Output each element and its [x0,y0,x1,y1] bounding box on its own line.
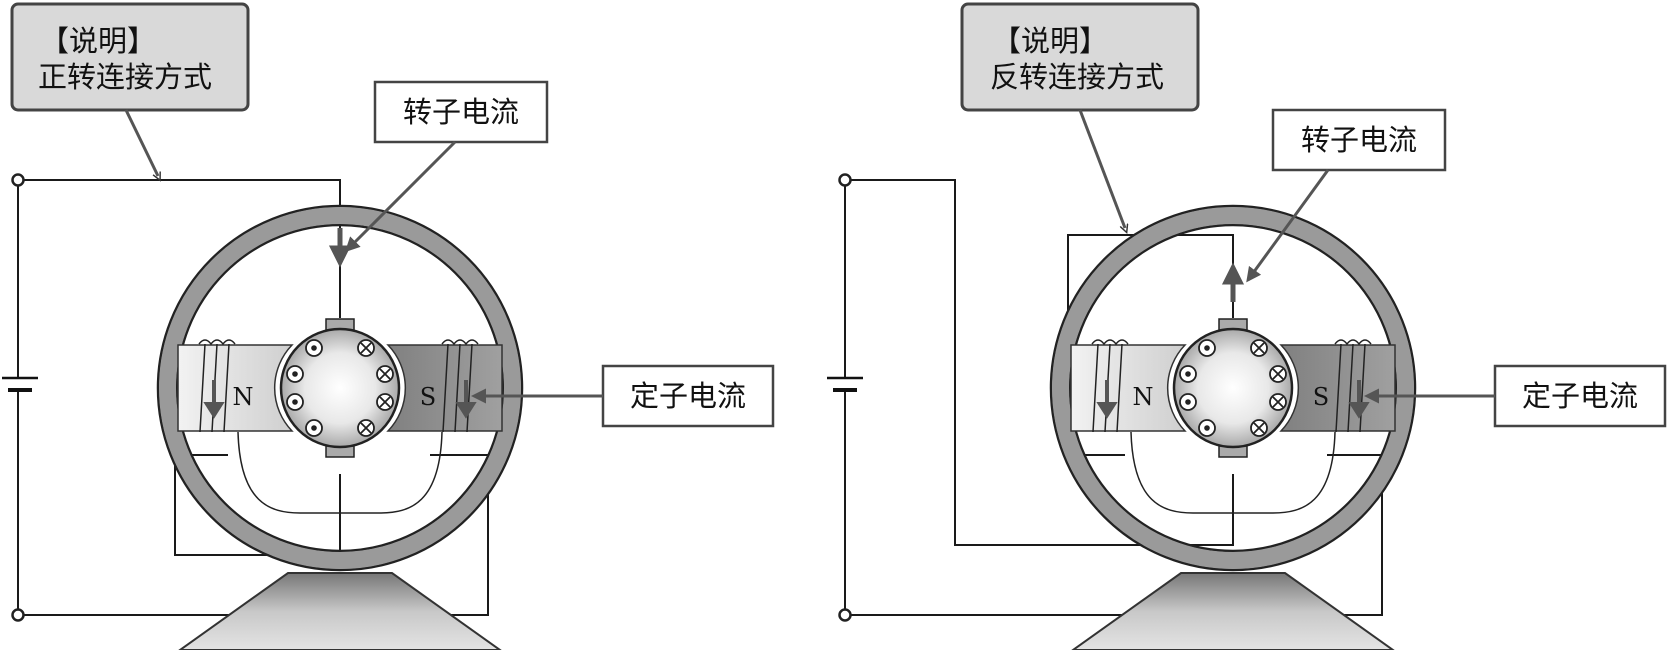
note-text: 反转连接方式 [990,60,1164,94]
pole-s-label: S [1313,383,1329,411]
rotor-current-label: 转子电流 [1301,123,1417,157]
rotor-current-box [1271,108,1447,172]
stator-current-label: 定子电流 [1522,379,1638,413]
terminal-bottom [11,608,25,622]
terminal-bottom [838,608,852,622]
rotor-current-leader [1246,169,1330,283]
pole-n-label: N [233,383,254,411]
note-title: 【说明】 [992,24,1108,58]
pole-s-label: S [420,383,436,411]
stator-current-label: 定子电流 [630,379,746,413]
left-panel: N S 【说明】 正转连接方式 转子电流 定子电流 [2,2,775,650]
pole-n-label: N [1133,383,1154,411]
rotor-current-arrow-down [328,228,352,268]
rotor-current-leader [344,140,457,253]
stator-current-box [1493,364,1667,428]
note-box [10,2,250,112]
note-leader [1078,109,1125,228]
rotor-current-arrow-up [1221,262,1245,302]
terminal-top [11,173,25,187]
rotor-current-box [373,80,549,144]
rotor-current-label: 转子电流 [403,95,519,129]
note-text: 正转连接方式 [38,60,212,94]
note-leader [124,109,158,176]
note-title: 【说明】 [40,24,156,58]
terminal-top [838,173,852,187]
right-panel: N S 【说明】 反转连接方式 转子电流 定子电流 [827,2,1667,650]
